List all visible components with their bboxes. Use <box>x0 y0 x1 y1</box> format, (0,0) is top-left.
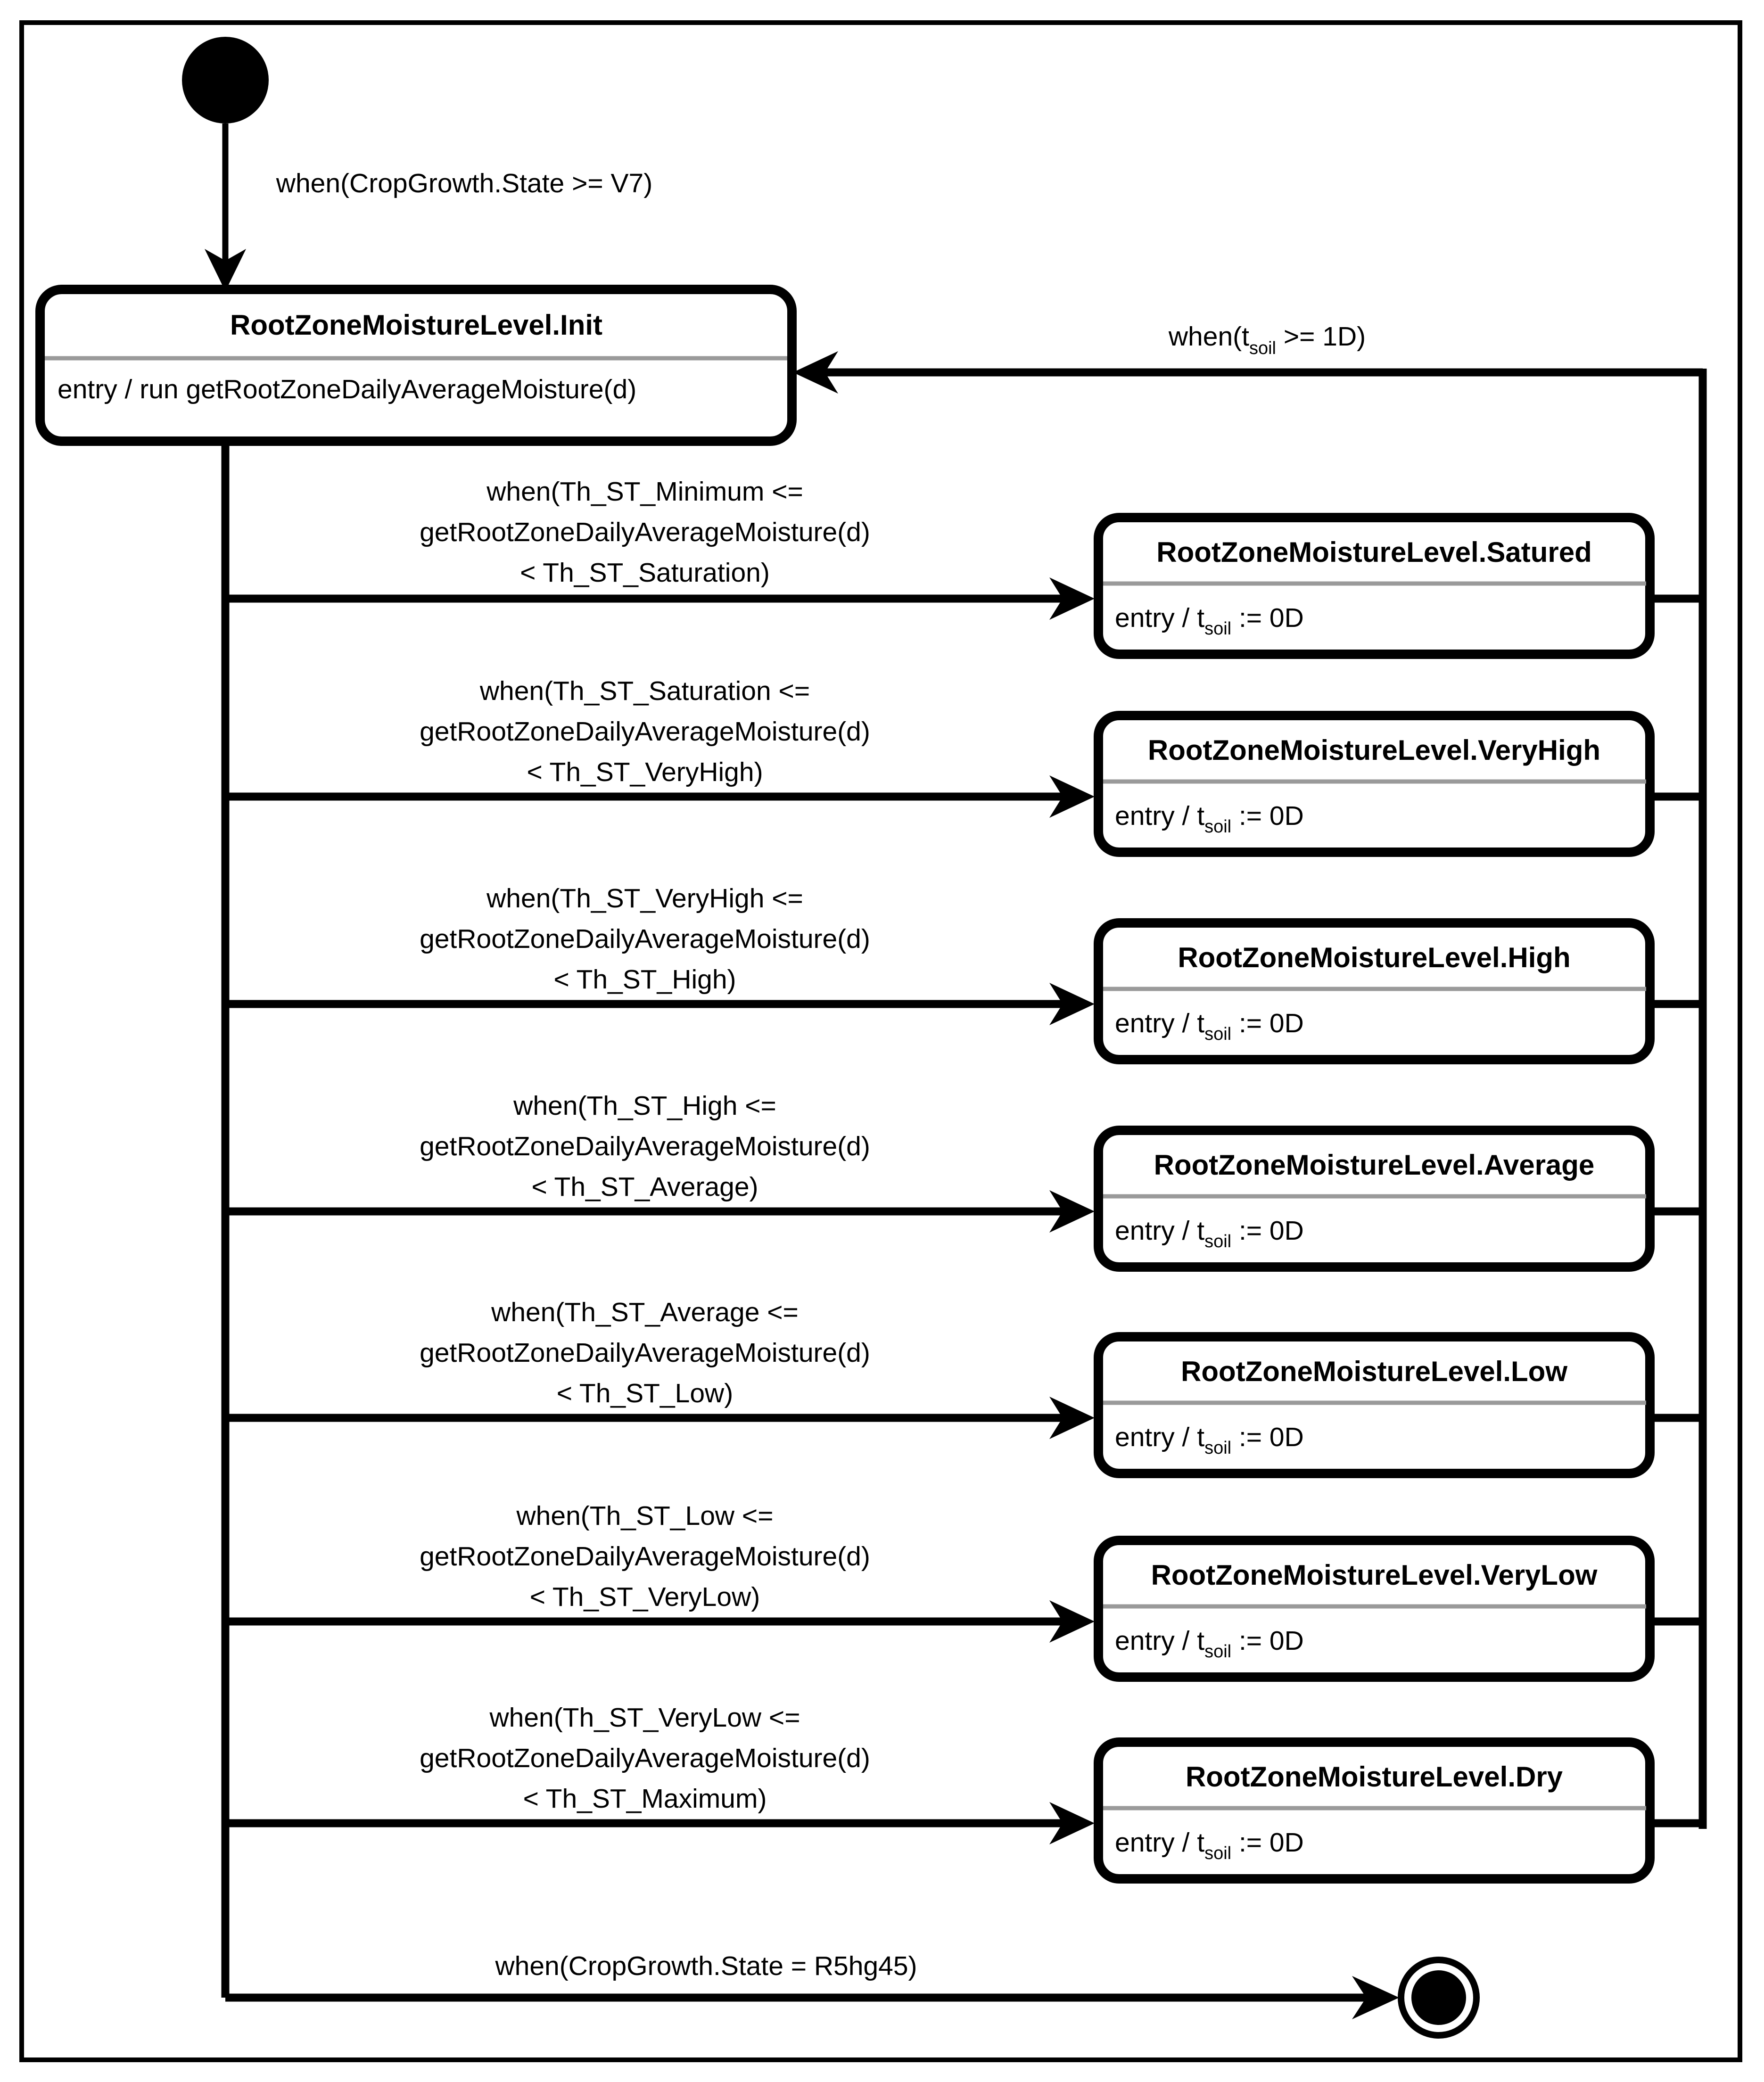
entry-post-3: := 0D <box>1231 1008 1304 1038</box>
branch-guard-5-line3: < Th_ST_Low) <box>557 1378 733 1408</box>
entry-post-1: := 0D <box>1231 603 1304 633</box>
entry-pre-2: entry / t <box>1115 801 1204 831</box>
branch-arrowhead-4 <box>1049 1190 1095 1233</box>
state-veryhigh-body: entry / tsoil := 0D <box>1115 801 1304 837</box>
state-average-body: entry / tsoil := 0D <box>1115 1216 1304 1251</box>
entry-sub-2: soil <box>1204 817 1231 837</box>
initial-state-node <box>182 37 269 123</box>
branch-guard-2-line1: when(Th_ST_Saturation <= <box>479 676 810 706</box>
branch-arrowhead-6 <box>1049 1600 1095 1643</box>
entry-post-2: := 0D <box>1231 801 1304 831</box>
branch-guard-3-line1: when(Th_ST_VeryHigh <= <box>486 883 803 913</box>
entry-pre-6: entry / t <box>1115 1626 1204 1656</box>
entry-sub-5: soil <box>1204 1438 1231 1458</box>
branch-guard-7-line1: when(Th_ST_VeryLow <= <box>489 1703 800 1733</box>
return-transition-arrowhead <box>793 351 838 394</box>
state-box-satured[interactable] <box>1094 513 1655 659</box>
branch-guard-3-line2: getRootZoneDailyAverageMoisture(d) <box>420 924 870 954</box>
state-init-title: RootZoneMoistureLevel.Init <box>230 309 602 341</box>
entry-pre-3: entry / t <box>1115 1008 1204 1038</box>
state-low-title: RootZoneMoistureLevel.Low <box>1181 1356 1567 1387</box>
final-state-core <box>1411 1970 1466 2025</box>
branch-guard-3-line3: < Th_ST_High) <box>553 964 736 995</box>
branch-guard-4-line3: < Th_ST_Average) <box>531 1172 758 1202</box>
entry-pre-5: entry / t <box>1115 1422 1204 1452</box>
state-high-title: RootZoneMoistureLevel.High <box>1178 942 1570 973</box>
state-verylow-title: RootZoneMoistureLevel.VeryLow <box>1151 1559 1598 1591</box>
branch-arrowhead-7 <box>1049 1802 1095 1844</box>
entry-pre-4: entry / t <box>1115 1216 1204 1246</box>
branch-arrowhead-5 <box>1049 1397 1095 1439</box>
return-label-pre: when(t <box>1168 321 1249 352</box>
entry-sub-6: soil <box>1204 1642 1231 1662</box>
entry-pre-1: entry / t <box>1115 603 1204 633</box>
state-init-body: entry / run getRootZoneDailyAverageMoist… <box>58 374 636 404</box>
state-box-high[interactable] <box>1094 918 1655 1064</box>
entry-sub-3: soil <box>1204 1024 1231 1044</box>
state-box-average[interactable] <box>1094 1126 1655 1272</box>
diagram-frame <box>19 20 1742 2062</box>
state-average-title: RootZoneMoistureLevel.Average <box>1154 1149 1595 1181</box>
state-box-dry[interactable] <box>1094 1737 1655 1884</box>
final-transition-label: when(CropGrowth.State = R5hg45) <box>495 1951 917 1981</box>
branch-arrowhead-2 <box>1049 775 1095 818</box>
branch-arrowhead-3 <box>1049 983 1095 1025</box>
branch-guard-6-line1: when(Th_ST_Low <= <box>516 1501 774 1531</box>
state-box-veryhigh[interactable] <box>1094 711 1655 857</box>
state-veryhigh-title: RootZoneMoistureLevel.VeryHigh <box>1148 734 1600 766</box>
branch-guard-2-line2: getRootZoneDailyAverageMoisture(d) <box>420 716 870 747</box>
branch-guard-5-line1: when(Th_ST_Average <= <box>491 1297 799 1327</box>
entry-sub-7: soil <box>1204 1843 1231 1863</box>
branch-guard-6-line3: < Th_ST_VeryLow) <box>530 1582 760 1612</box>
entry-post-5: := 0D <box>1231 1422 1304 1452</box>
state-verylow-body: entry / tsoil := 0D <box>1115 1626 1304 1662</box>
state-box-init[interactable] <box>35 285 797 446</box>
entry-sub-1: soil <box>1204 619 1231 639</box>
return-label-sub: soil <box>1249 338 1276 358</box>
branch-guard-1-line1: when(Th_ST_Minimum <= <box>486 477 803 507</box>
return-transition-label: when(tsoil >= 1D) <box>1168 321 1366 358</box>
entry-pre-7: entry / t <box>1115 1827 1204 1858</box>
final-state-ring <box>1398 1957 1480 2039</box>
branch-guard-5-line2: getRootZoneDailyAverageMoisture(d) <box>420 1338 870 1368</box>
entry-post-6: := 0D <box>1231 1626 1304 1656</box>
branch-guard-2-line3: < Th_ST_VeryHigh) <box>527 757 763 787</box>
branch-guard-1-line2: getRootZoneDailyAverageMoisture(d) <box>420 517 870 547</box>
branch-guard-7-line2: getRootZoneDailyAverageMoisture(d) <box>420 1743 870 1773</box>
initial-transition-arrowhead <box>205 249 246 291</box>
entry-sub-4: soil <box>1204 1232 1231 1251</box>
state-dry-body: entry / tsoil := 0D <box>1115 1827 1304 1863</box>
initial-transition-label: when(CropGrowth.State >= V7) <box>276 168 652 198</box>
state-low-body: entry / tsoil := 0D <box>1115 1422 1304 1458</box>
branch-guard-6-line2: getRootZoneDailyAverageMoisture(d) <box>420 1541 870 1572</box>
branch-guard-4-line2: getRootZoneDailyAverageMoisture(d) <box>420 1131 870 1161</box>
branch-guard-1-line3: < Th_ST_Saturation) <box>520 558 770 588</box>
branch-guard-4-line1: when(Th_ST_High <= <box>513 1091 776 1121</box>
entry-post-7: := 0D <box>1231 1827 1304 1858</box>
state-high-body: entry / tsoil := 0D <box>1115 1008 1304 1044</box>
state-box-low[interactable] <box>1094 1332 1655 1478</box>
state-satured-title: RootZoneMoistureLevel.Satured <box>1156 536 1591 568</box>
state-dry-title: RootZoneMoistureLevel.Dry <box>1186 1761 1563 1793</box>
branch-arrowhead-1 <box>1049 577 1095 620</box>
state-satured-body: entry / tsoil := 0D <box>1115 603 1304 639</box>
branch-guard-7-line3: < Th_ST_Maximum) <box>523 1784 767 1814</box>
state-box-verylow[interactable] <box>1094 1536 1655 1682</box>
entry-post-4: := 0D <box>1231 1216 1304 1246</box>
final-transition-arrowhead <box>1352 1976 1399 2019</box>
return-label-post: >= 1D) <box>1276 321 1366 352</box>
